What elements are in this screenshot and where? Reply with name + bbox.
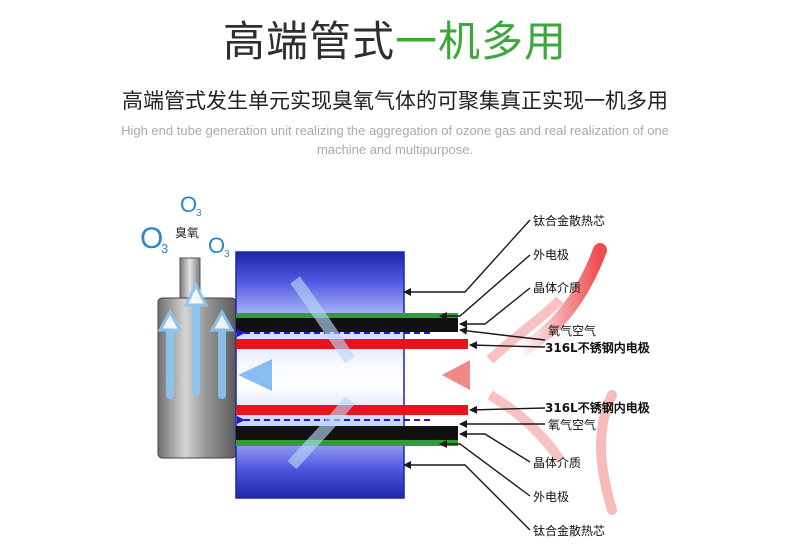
dielectric-bottom (236, 440, 458, 446)
label-oxygen-top: 氧气空气 (548, 323, 596, 338)
ozone-flow-arrows (157, 276, 420, 470)
label-inner-top: 316L不锈钢内电极 (545, 340, 651, 355)
heatsink-bar-bottom (236, 426, 458, 440)
o3-top-sub: 3 (196, 208, 202, 219)
label-dielectric-top: 晶体介质 (533, 281, 581, 295)
o3-large-o: O (140, 222, 163, 255)
label-outer-top: 外电极 (533, 248, 569, 262)
ozone-label: 臭氧 (175, 225, 199, 240)
label-outer-bottom: 外电极 (533, 490, 569, 504)
o3-top-o: O (180, 192, 197, 217)
o3-large-sub: 3 (161, 241, 168, 256)
english-subtitle: High end tube generation unit realizing … (121, 123, 669, 157)
page-title: 高端管式一机多用 (0, 14, 790, 70)
subtitle: 高端管式发生单元实现臭氧气体的可聚集真正实现一机多用 (122, 89, 668, 113)
label-heatsink-top: 钛合金散热芯 (533, 213, 605, 228)
label-oxygen-bottom: 氧气空气 (548, 417, 596, 432)
o3-right-o: O (208, 233, 225, 258)
inner-electrode-bottom (236, 405, 468, 415)
o3-right-sub: 3 (224, 249, 230, 260)
heatsink-bar-top (236, 318, 458, 332)
title-part-2: 一机多用 (395, 17, 568, 66)
label-heatsink-bottom: 钛合金散热芯 (533, 523, 605, 538)
leader-lines (403, 219, 546, 531)
inner-electrode-top (236, 339, 468, 349)
label-dielectric-bottom: 晶体介质 (533, 456, 581, 470)
dielectric-top (236, 313, 458, 319)
incoming-air-arrows (442, 243, 617, 515)
title-part-1: 高端管式 (222, 17, 395, 66)
label-inner-bottom: 316L不锈钢内电极 (545, 400, 651, 415)
ozone-symbols: O 3 O 3 O 3 (140, 192, 230, 260)
